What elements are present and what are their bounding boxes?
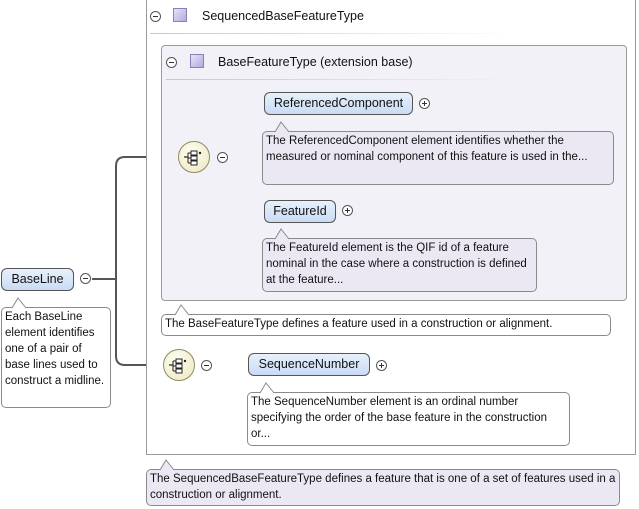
sequence-glyph	[184, 150, 202, 166]
complex-type-icon	[190, 54, 204, 68]
sequence-glyph	[169, 358, 187, 374]
root-element-baseline[interactable]: BaseLine	[1, 268, 74, 291]
complex-type-icon	[173, 8, 187, 22]
collapse-icon[interactable]	[217, 152, 228, 163]
element-sequencenumber[interactable]: SequenceNumber	[248, 353, 370, 376]
element-referencedcomponent[interactable]: ReferencedComponent	[264, 92, 413, 115]
outer-type-title: SequencedBaseFeatureType	[202, 9, 364, 23]
sequencenumber-doc-note: The SequenceNumber element is an ordinal…	[247, 392, 570, 446]
collapse-icon[interactable]	[166, 57, 177, 68]
sequence-compositor-icon[interactable]	[163, 349, 195, 381]
expand-icon[interactable]	[376, 360, 387, 371]
featureid-doc-note: The FeatureId element is the QIF id of a…	[262, 238, 537, 292]
note-pointer	[160, 459, 175, 471]
collapse-icon[interactable]	[201, 360, 212, 371]
element-name: BaseLine	[11, 272, 64, 286]
referencedcomponent-doc-note: The ReferencedComponent element identifi…	[262, 131, 614, 185]
element-featureid[interactable]: FeatureId	[264, 200, 336, 223]
expand-icon[interactable]	[419, 98, 430, 109]
sequence-compositor-icon[interactable]	[178, 141, 210, 173]
header-divider	[150, 33, 520, 34]
inner-type-title: BaseFeatureType (extension base)	[218, 55, 413, 69]
collapse-icon[interactable]	[150, 11, 161, 22]
sequencedbasefeaturetype-doc-note: The SequencedBaseFeatureType defines a f…	[146, 469, 620, 506]
expand-icon[interactable]	[342, 205, 353, 216]
header-divider	[166, 79, 516, 80]
note-pointer	[175, 304, 190, 316]
collapse-icon[interactable]	[80, 273, 91, 284]
note-pointer	[12, 297, 27, 309]
note-pointer	[275, 121, 290, 133]
note-pointer	[260, 382, 275, 394]
note-pointer	[275, 228, 290, 240]
root-doc-note: Each BaseLine element identifies one of …	[1, 307, 111, 408]
basefeaturetype-doc-note: The BaseFeatureType defines a feature us…	[161, 314, 611, 336]
